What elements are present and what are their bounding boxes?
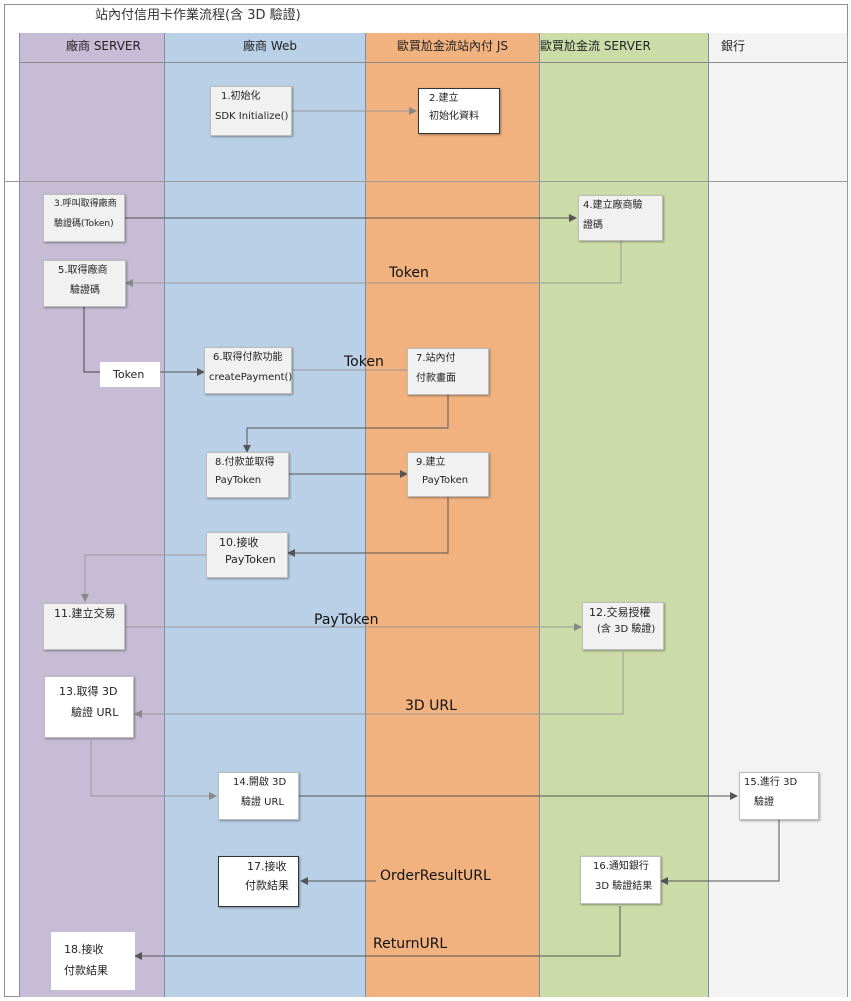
- lane-header: 廠商 SERVER: [20, 33, 164, 63]
- label-paytoken: PayToken: [314, 612, 379, 628]
- label-3d-url: 3D URL: [405, 698, 457, 714]
- label-token-return: Token: [389, 265, 429, 281]
- step-2-create-init-data: 2.建立 初始化資料: [418, 88, 500, 134]
- label-return-url: ReturnURL: [373, 936, 448, 952]
- step-1-initialize: 1.初始化 SDK Initialize(): [210, 86, 292, 136]
- label-order-result-url: OrderResultURL: [380, 868, 491, 884]
- step-10-receive-paytoken: 10.接收 PayToken: [206, 532, 288, 578]
- arrow-16-to-18: [134, 906, 621, 960]
- step-11-create-transaction: 11.建立交易: [43, 603, 125, 650]
- lane-header: 歐買尬金流 SERVER: [540, 33, 708, 63]
- lane-vendor-web: 廠商 Web: [164, 33, 365, 997]
- step-8-pay-get-paytoken: 8.付款並取得 PayToken: [206, 452, 289, 498]
- step-4-create-token: 4.建立廠商驗 證碼: [578, 195, 663, 241]
- token-box: Token: [100, 362, 160, 387]
- label-token-pass: Token: [344, 354, 384, 370]
- lane-bank: 銀行: [708, 33, 848, 997]
- arrow-10-to-11: [81, 554, 206, 602]
- phase-separator: [4, 181, 848, 182]
- arrow-13-to-14: [90, 740, 217, 800]
- lane-vendor-server: 廠商 SERVER: [19, 33, 164, 997]
- lane-payment-js: 歐買尬金流站內付 JS: [365, 33, 539, 997]
- diagram-title: 站內付信用卡作業流程(含 3D 驗證): [95, 8, 301, 23]
- step-13-get-3d-url: 13.取得 3D 驗證 URL: [44, 676, 134, 738]
- step-18-receive-payment-result: 18.接收 付款結果: [51, 932, 135, 990]
- arrow-4-to-5: [125, 241, 622, 287]
- step-3-request-token: 3.呼叫取得廠商 驗證碼(Token): [43, 194, 125, 242]
- step-6-create-payment: 6.取得付款功能 createPayment(): [204, 347, 292, 394]
- arrow-9-to-10: [287, 497, 449, 557]
- step-7-payment-screen: 7.站內付 付款畫面: [407, 348, 489, 395]
- step-15-3d-verification: 15.進行 3D 驗證: [739, 772, 819, 820]
- step-17-receive-payment-result: 17.接收 付款結果: [218, 856, 299, 907]
- step-16-notify-bank-result: 16.通知銀行 3D 驗證結果: [580, 856, 661, 904]
- arrow-7-to-8: [243, 395, 449, 453]
- arrow-12-to-13: [134, 652, 624, 718]
- arrow-5-to-token: [83, 307, 100, 373]
- lane-header: 廠商 Web: [165, 33, 365, 63]
- lane-header: 歐買尬金流站內付 JS: [366, 33, 539, 63]
- lane-header: 銀行: [709, 33, 847, 63]
- step-14-open-3d-url: 14.開啟 3D 驗證 URL: [218, 772, 299, 820]
- step-9-create-paytoken: 9.建立 PayToken: [407, 452, 489, 497]
- step-12-authorize-transaction: 12.交易授權 (含 3D 驗證): [582, 602, 664, 650]
- lane-payment-server: 歐買尬金流 SERVER: [539, 33, 708, 997]
- step-5-get-token: 5.取得廠商 驗證碼: [43, 260, 126, 307]
- arrow-15-to-16: [660, 820, 780, 885]
